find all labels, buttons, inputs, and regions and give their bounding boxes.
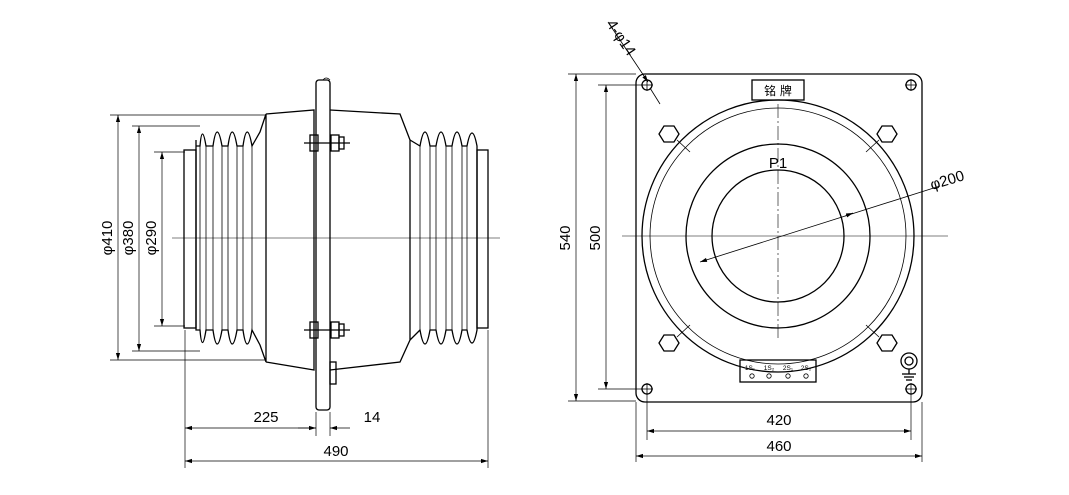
terminal-box: 1S₁ 1S₂ 2S₁ 2S₂: [739, 359, 817, 383]
nameplate-label: 铭 牌: [764, 83, 792, 98]
nut-top-right: [876, 125, 898, 143]
window-circle: [711, 169, 845, 303]
nut-top-left: [658, 125, 680, 143]
left-body-drum: [265, 109, 315, 371]
ground-terminal: [900, 352, 918, 381]
hex-nuts: [658, 125, 898, 352]
primary-label: P1: [769, 155, 787, 172]
front-horizontal-dims: [635, 394, 923, 462]
right-body-drum: [329, 109, 411, 371]
terminal-2s2: 2S₂: [801, 365, 812, 372]
hole-note-label: 4-φ14: [603, 17, 639, 59]
window-diameter-label: φ200: [928, 167, 966, 193]
side-view: φ410 φ380 φ290 225 14 490: [99, 77, 500, 468]
hole-note-leader: [607, 21, 649, 83]
shed-circle: [685, 143, 871, 329]
dim-plate-thickness: 14: [364, 409, 381, 426]
left-bore-sleeve: [183, 149, 197, 329]
right-corrugated-shed: [409, 131, 478, 345]
upper-bolt: [304, 134, 350, 152]
nut-bottom-left: [658, 334, 680, 352]
plate-foot-tab: [329, 361, 337, 385]
side-horizontal-dims: [184, 330, 489, 468]
casing-inner-circle: [649, 107, 907, 365]
mounting-plate: [315, 79, 331, 411]
dim-width-overall: 460: [766, 438, 791, 455]
dim-height-overall: 540: [557, 225, 574, 250]
terminal-box-outline: [739, 359, 817, 383]
dim-outer-diameter: φ410: [99, 221, 116, 256]
right-bore-sleeve: [476, 149, 489, 329]
dim-bore-diameter: φ290: [143, 221, 160, 256]
terminal-1s1: 1S₁: [745, 365, 756, 372]
terminal-2s1: 2S₁: [783, 365, 794, 372]
base-plate: [635, 73, 923, 403]
left-corrugated-shed: [195, 113, 267, 363]
front-vertical-dims: [568, 73, 642, 402]
left-shed-ribs: [199, 146, 253, 330]
window-diameter-leader: [699, 185, 941, 263]
terminal-1s2: 1S₂: [764, 365, 775, 372]
right-shed-ribs: [419, 146, 468, 330]
dim-flange-diameter: φ380: [120, 221, 137, 256]
dim-width-holes: 420: [766, 412, 791, 429]
mounting-holes: [641, 79, 917, 395]
plate-top-edge: [322, 77, 331, 81]
nut-bottom-right: [876, 334, 898, 352]
dim-height-holes: 500: [587, 225, 604, 250]
side-vertical-dims: [110, 114, 265, 361]
nameplate: [751, 79, 805, 101]
dim-total-length: 490: [323, 443, 348, 460]
lower-bolt: [304, 321, 350, 339]
front-view: 铭 牌 P1 φ200 4-φ14 1S₁ 1S₂ 2S₁ 2S₂: [557, 17, 966, 462]
dim-left-length: 225: [253, 409, 278, 426]
